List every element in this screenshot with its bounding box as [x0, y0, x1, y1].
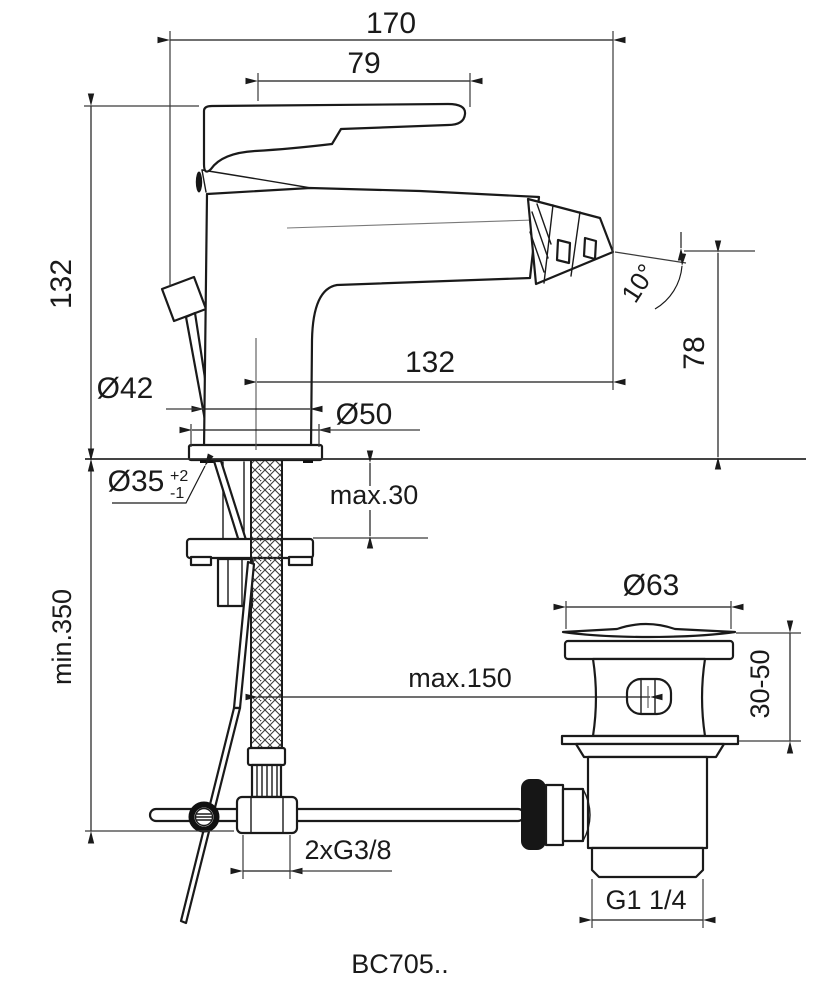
lever-handle — [195, 102, 467, 193]
dim-label-base-dia: Ø50 — [336, 398, 393, 431]
dim-label-body-dia: Ø42 — [97, 372, 154, 405]
dim-label-hole-tol-minus: -1 — [170, 485, 184, 502]
dim-label-total-depth: 170 — [366, 7, 416, 40]
spout-outlet — [526, 197, 615, 286]
pop-up-linkage — [148, 560, 526, 925]
flex-supply-hose — [246, 459, 287, 799]
dim-label-hose-length-min: min.350 — [47, 589, 77, 685]
waste-tailpiece — [586, 755, 709, 850]
dim-label-waste-offset-max: max.150 — [408, 663, 512, 693]
rod-clamp — [521, 779, 546, 850]
dim-label-handle-length: 79 — [347, 47, 380, 80]
dim-label-waste-thread: G1 1/4 — [605, 885, 686, 915]
supply-union-nut — [235, 795, 299, 835]
dim-label-waste-cap-dia: Ø63 — [623, 569, 680, 602]
dim-label-supply-connection: 2xG3/8 — [304, 835, 391, 865]
dim-label-hole-tol-plus: +2 — [170, 468, 188, 485]
dim-label-deck-thickness-max: max.30 — [330, 480, 419, 510]
dim-label-waste-deck-range: 30-50 — [745, 649, 775, 718]
dimension-lines — [84, 31, 806, 928]
bidet-mixer-faucet — [148, 102, 740, 925]
handle-rear-shadow — [195, 171, 203, 193]
waste-thread — [590, 846, 705, 879]
dim-label-outlet-height: 78 — [678, 336, 711, 369]
model-code-label: BC705.. — [351, 949, 449, 979]
pop-up-waste — [521, 622, 740, 879]
dim-label-height-above-deck: 132 — [45, 259, 78, 309]
dim-label-outlet-angle: 10° — [615, 258, 662, 307]
dim-label-spout-reach: 132 — [405, 346, 455, 379]
waste-cap — [561, 622, 737, 639]
dim-label-hole-dia: Ø35 — [108, 465, 165, 498]
